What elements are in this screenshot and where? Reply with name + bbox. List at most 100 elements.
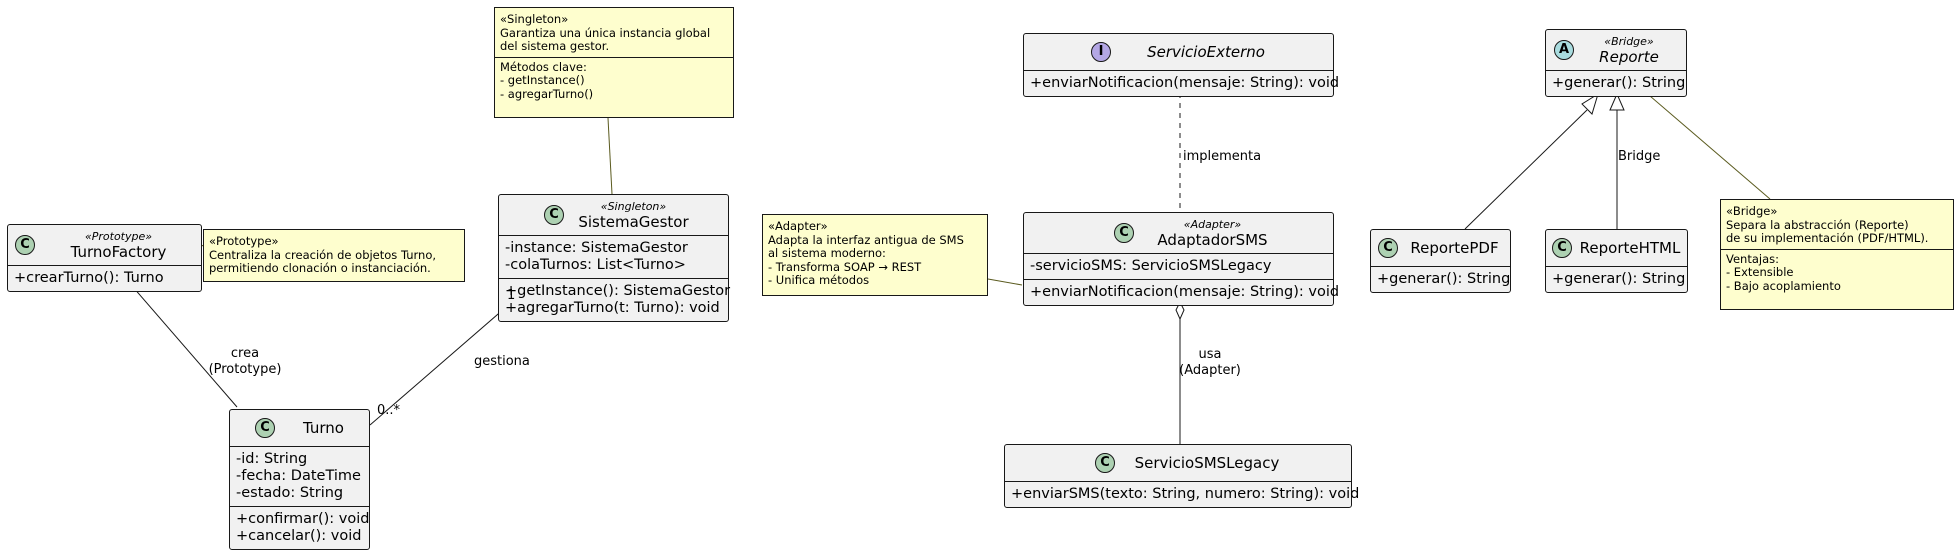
class-name: Turno <box>303 419 344 437</box>
class-badge-icon: C <box>1378 238 1398 258</box>
method-row: +enviarSMS(texto: String, numero: String… <box>1011 486 1360 502</box>
reportepdf-generalization-line <box>1464 109 1588 230</box>
usa-label-line: (Adapter) <box>1179 363 1241 378</box>
note-line: - Transforma SOAP → REST <box>768 259 922 274</box>
class-header: C Turno <box>230 410 369 446</box>
methods-section: +enviarSMS(texto: String, numero: String… <box>1005 481 1360 507</box>
implementa-label: implementa <box>1183 149 1262 164</box>
method-row: +confirmar(): void <box>236 511 370 527</box>
note-line: «Prototype» <box>209 234 279 248</box>
stereotype-label: «Bridge» <box>1604 34 1654 48</box>
note-line: - Extensible <box>1726 265 1794 279</box>
class-serviciosmslegacy[interactable]: C ServicioSMSLegacy +enviarSMS(texto: St… <box>1004 444 1360 508</box>
note-line: de su implementación (PDF/HTML). <box>1726 231 1929 245</box>
note-line: - Unifica métodos <box>768 273 870 287</box>
class-name: ServicioSMSLegacy <box>1134 454 1280 472</box>
interface-servicioexterno[interactable]: I ServicioExterno +enviarNotificacion(me… <box>1023 33 1340 97</box>
method-row: +generar(): String <box>1377 271 1511 287</box>
note-singleton[interactable]: «Singleton» Garantiza una única instanci… <box>494 7 734 118</box>
note-prototype[interactable]: «Prototype» Centraliza la creación de ob… <box>203 229 465 282</box>
attribute-row: -colaTurnos: List<Turno> <box>505 257 686 273</box>
abstract-class-reporte[interactable]: A «Bridge» Reporte +generar(): String <box>1545 29 1687 97</box>
class-badge-icon: C <box>544 205 564 225</box>
bridge-label: Bridge <box>1618 149 1661 164</box>
crea-label: crea (Prototype) <box>200 346 290 378</box>
note-line: Ventajas: <box>1726 251 1780 266</box>
stereotype-label: «Singleton» <box>600 199 667 213</box>
class-badge-icon: C <box>15 235 35 255</box>
method-row: +generar(): String <box>1552 75 1686 91</box>
stereotype-label: «Adapter» <box>1183 217 1242 231</box>
interface-badge-icon: I <box>1091 42 1111 62</box>
note-divider <box>1721 248 1953 250</box>
class-header: C «Prototype» TurnoFactory <box>8 225 201 265</box>
methods-section: +crearTurno(): Turno <box>8 265 201 291</box>
class-name: AdaptadorSMS <box>1157 230 1268 249</box>
attribute-row: -fecha: DateTime <box>236 468 361 484</box>
attribute-row: -instance: SistemaGestor <box>505 240 688 256</box>
bridge-note-connector <box>1649 95 1771 200</box>
gestiona-label: gestiona <box>474 354 530 369</box>
class-badge-icon: C <box>255 418 275 438</box>
reportepdf-arrowhead <box>1581 92 1599 115</box>
class-badge-icon: C <box>1114 223 1134 243</box>
class-name: SistemaGestor <box>578 212 689 231</box>
methods-section: +generar(): String <box>1546 70 1686 96</box>
attributes-section: -id: String -fecha: DateTime -estado: St… <box>230 446 369 506</box>
class-name: ReporteHTML <box>1579 239 1681 257</box>
note-line: Garantiza una única instancia global <box>500 25 711 40</box>
note-line: Centraliza la creación de objetos Turno, <box>209 247 437 262</box>
note-line: - agregarTurno() <box>500 86 594 101</box>
singleton-note-connector <box>607 117 613 195</box>
class-name: TurnoFactory <box>70 242 167 261</box>
method-row: +getInstance(): SistemaGestor <box>505 283 731 299</box>
class-badge-icon: C <box>1095 453 1115 473</box>
class-name: ReportePDF <box>1410 239 1499 257</box>
attribute-row: -id: String <box>236 451 308 467</box>
usa-label-line: usa <box>1198 347 1222 362</box>
adapter-note-connector <box>987 278 1023 286</box>
methods-section: +getInstance(): SistemaGestor +agregarTu… <box>499 278 731 321</box>
class-header: C «Singleton» SistemaGestor <box>499 195 728 235</box>
method-row: +agregarTurno(t: Turno): void <box>505 300 720 316</box>
class-badge-icon: C <box>1552 238 1572 258</box>
attribute-row: -estado: String <box>236 485 344 501</box>
class-header: A «Bridge» Reporte <box>1546 30 1686 70</box>
class-sistemagestor[interactable]: C «Singleton» SistemaGestor -instance: S… <box>498 194 731 322</box>
note-line: Adapta la interfaz antigua de SMS <box>768 232 964 247</box>
note-divider <box>495 56 733 58</box>
class-header: C ServicioSMSLegacy <box>1005 445 1351 481</box>
crea-label-line: crea <box>230 346 260 361</box>
note-line: «Bridge» <box>1726 204 1778 218</box>
note-line: - getInstance() <box>500 73 585 87</box>
method-row: +enviarNotificacion(mensaje: String): vo… <box>1030 284 1340 300</box>
class-name: Reporte <box>1599 47 1659 66</box>
methods-section: +enviarNotificacion(mensaje: String): vo… <box>1024 279 1340 305</box>
note-line: «Adapter» <box>768 219 828 233</box>
methods-section: +enviarNotificacion(mensaje: String): vo… <box>1024 70 1340 96</box>
class-reportepdf[interactable]: C ReportePDF +generar(): String <box>1370 229 1511 293</box>
note-line: del sistema gestor. <box>500 39 610 53</box>
class-header: C «Adapter» AdaptadorSMS <box>1024 213 1333 253</box>
method-row: +enviarNotificacion(mensaje: String): vo… <box>1030 75 1340 91</box>
note-line: Separa la abstracción (Reporte) <box>1726 217 1909 232</box>
note-line: - Bajo acoplamiento <box>1726 278 1841 293</box>
class-header: C ReportePDF <box>1371 230 1510 266</box>
class-adaptadorsms[interactable]: C «Adapter» AdaptadorSMS -servicioSMS: S… <box>1023 212 1340 306</box>
reportehtml-arrowhead <box>1609 92 1625 111</box>
method-row: +cancelar(): void <box>236 528 362 544</box>
aggregation-diamond-adapter <box>1175 300 1185 321</box>
method-row: +generar(): String <box>1552 271 1686 287</box>
note-bridge[interactable]: «Bridge» Separa la abstracción (Reporte)… <box>1720 199 1954 310</box>
class-reportehtml[interactable]: C ReporteHTML +generar(): String <box>1545 229 1688 293</box>
methods-section: +confirmar(): void +cancelar(): void <box>230 506 370 549</box>
class-header: I ServicioExterno <box>1024 34 1333 70</box>
class-turnofactory[interactable]: C «Prototype» TurnoFactory +crearTurno()… <box>7 224 202 292</box>
note-line: Métodos clave: <box>500 59 587 74</box>
usa-label: usa (Adapter) <box>1170 347 1250 379</box>
class-turno[interactable]: C Turno -id: String -fecha: DateTime -es… <box>229 409 370 550</box>
note-line: «Singleton» <box>500 12 569 26</box>
note-line: permitiendo clonación o instanciación. <box>209 261 431 275</box>
attributes-section: -instance: SistemaGestor -colaTurnos: Li… <box>499 235 728 278</box>
note-adapter[interactable]: «Adapter» Adapta la interfaz antigua de … <box>762 214 988 296</box>
